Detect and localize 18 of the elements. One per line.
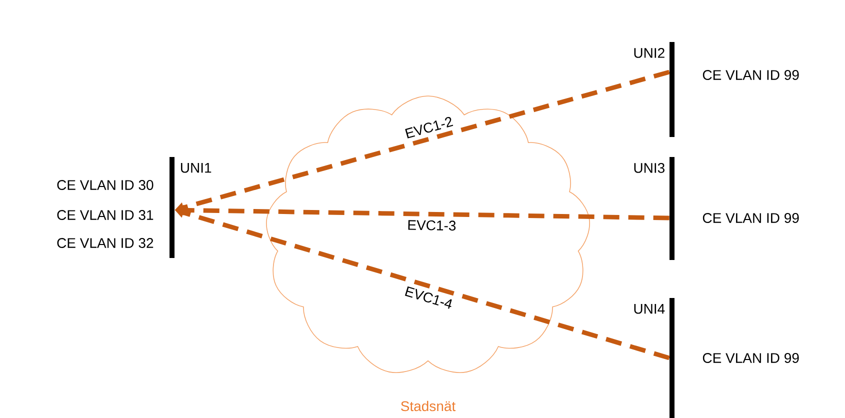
- edge-label: EVC1-3: [408, 220, 456, 231]
- interface-bar: UNI2: [634, 42, 674, 137]
- node-label: UNI3: [634, 162, 664, 173]
- node-label: UNI2: [634, 48, 664, 58]
- vlan-label: CE VLAN ID 32: [57, 238, 154, 248]
- vlan-label: CE VLAN ID 99: [702, 353, 799, 363]
- network-label: Stadsnät: [401, 400, 456, 412]
- vlan-label: CE VLAN ID 99: [702, 70, 799, 80]
- node-label: UNI4: [634, 304, 665, 314]
- interface-bar: UNI1: [170, 157, 212, 258]
- edge-label: EVC1-2: [405, 117, 454, 138]
- edge-label: EVC1-4: [404, 286, 452, 309]
- vlan-label: CE VLAN ID 99: [702, 213, 799, 223]
- vlan-label: CE VLAN ID 30: [57, 180, 154, 190]
- interface-bar: UNI3: [634, 157, 674, 260]
- interface-bar: UNI4: [634, 298, 674, 418]
- vlan-label: CE VLAN ID 31: [57, 210, 154, 220]
- node-label: UNI1: [180, 163, 212, 173]
